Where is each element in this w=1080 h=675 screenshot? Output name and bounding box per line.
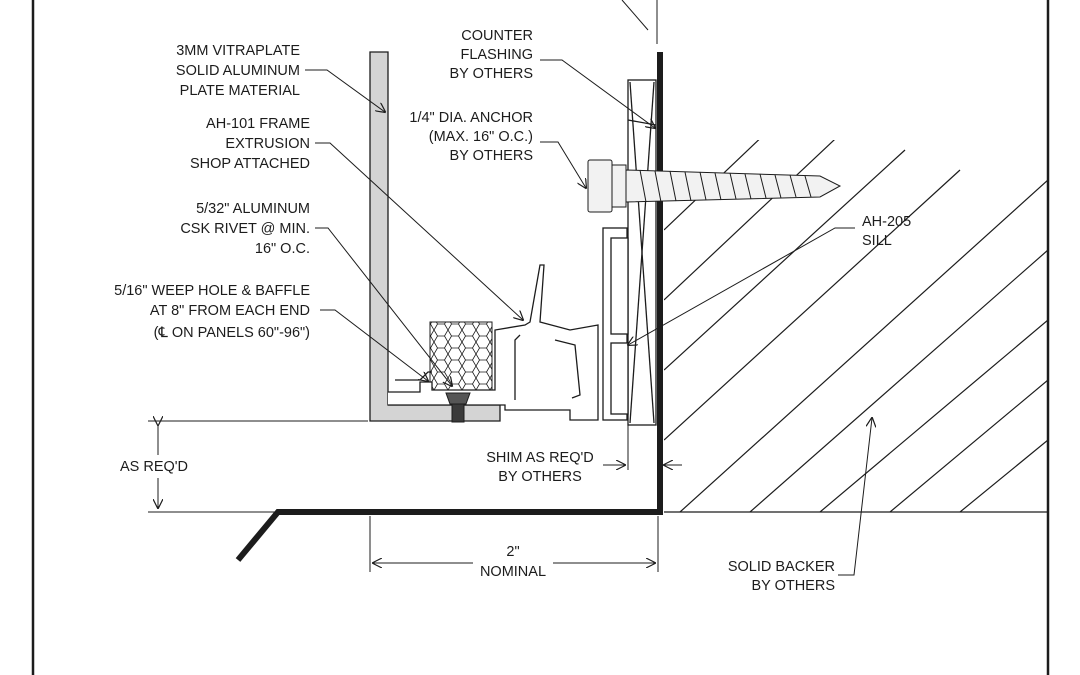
label-sill-2: SILL [862, 233, 892, 249]
label-weep-hole-1: 5/16" WEEP HOLE & BAFFLE [114, 283, 310, 299]
label-frame-extrusion-1: AH-101 FRAME [206, 116, 310, 132]
drawing-border [31, 0, 1050, 675]
label-vitraplate-3: PLATE MATERIAL [180, 83, 300, 99]
label-rivet-2: CSK RIVET @ MIN. [180, 221, 310, 237]
label-vitraplate-1: 3MM VITRAPLATE [176, 43, 300, 59]
label-shim-2: BY OTHERS [498, 469, 582, 485]
label-rivet-1: 5/32" ALUMINUM [196, 201, 310, 217]
csk-rivet [445, 392, 471, 423]
label-solid-backer-2: BY OTHERS [751, 578, 835, 594]
label-frame-extrusion-3: SHOP ATTACHED [190, 156, 310, 172]
label-counter-flashing-2: FLASHING [460, 47, 533, 63]
label-rivet-3: 16" O.C. [255, 241, 310, 257]
label-nominal-2: NOMINAL [480, 564, 546, 580]
label-anchor-2: (MAX. 16" O.C.) [429, 129, 533, 145]
insulation-baffle [429, 321, 493, 391]
sill-extrusion [602, 79, 657, 426]
label-solid-backer-1: SOLID BACKER [728, 559, 835, 575]
label-counter-flashing-1: COUNTER [461, 28, 533, 44]
leader-lines [305, 59, 872, 576]
label-shim-1: SHIM AS REQ'D [486, 450, 594, 466]
solid-backer-hatch [664, 140, 1048, 512]
label-frame-extrusion-2: EXTRUSION [225, 136, 310, 152]
leader-top [621, 0, 649, 31]
label-anchor-1: 1/4" DIA. ANCHOR [409, 110, 533, 126]
label-nominal-1: 2" [506, 544, 519, 560]
label-weep-hole-3: (℄ ON PANELS 60"-96") [154, 325, 310, 341]
label-sill-1: AH-205 [862, 214, 911, 230]
anchor-screw [587, 159, 842, 213]
label-vitraplate-2: SOLID ALUMINUM [176, 63, 300, 79]
frame-extrusion [388, 264, 599, 421]
label-weep-hole-2: AT 8" FROM EACH END [150, 303, 310, 319]
label-as-reqd: AS REQ'D [120, 459, 188, 475]
label-counter-flashing-3: BY OTHERS [449, 66, 533, 82]
label-anchor-3: BY OTHERS [449, 148, 533, 164]
shim-dimension [603, 425, 682, 470]
nominal-dimension [369, 516, 659, 572]
counter-flashing [235, 52, 663, 562]
